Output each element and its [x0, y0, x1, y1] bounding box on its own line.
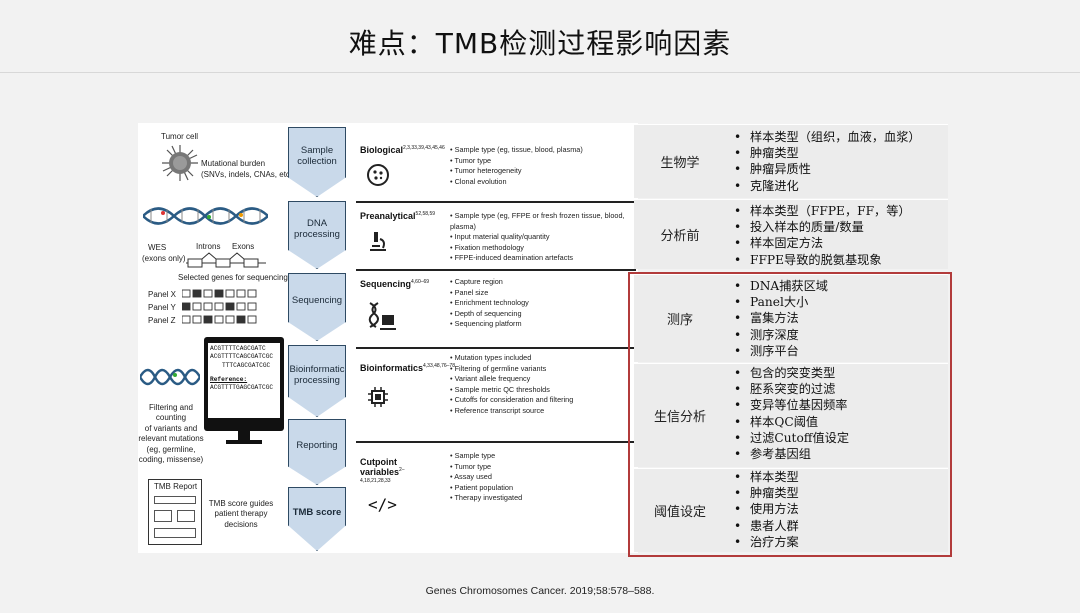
introns-label: Introns — [196, 242, 221, 251]
panel-exon-tracks — [182, 289, 257, 324]
row-items: 样本类型肿瘤类型使用方法患者人群治疗方案 — [734, 469, 799, 550]
bullets-sequencing: Capture regionPanel sizeEnrichment techn… — [450, 277, 529, 330]
tmb-workflow-figure: Tumor cell Mutational burden (SNVs, inde… — [138, 123, 638, 553]
table-row: 测序 DNA捕获区域Panel大小富集方法测序深度测序平台 — [634, 274, 948, 362]
mutational-burden-detail: (SNVs, indels, CNAs, etc) — [201, 170, 293, 179]
row-items: 包含的突变类型胚系突变的过滤变异等位基因频率样本QC阈值过滤Cutoff值设定参… — [734, 365, 849, 462]
bullets-biological: Sample type (eg, tissue, blood, plasma)T… — [450, 145, 582, 187]
monitor-seq-2: ACGTTTTCAGCGATCGC — [210, 353, 274, 361]
table-row: 生信分析 包含的突变类型胚系突变的过滤变异等位基因频率样本QC阈值过滤Cutof… — [634, 363, 948, 467]
chip-icon — [368, 387, 388, 407]
stage-head-sequencing: Sequencing4,60–69 — [360, 279, 430, 289]
row-label-sequencing: 测序 — [666, 313, 693, 328]
stage-divider — [356, 269, 636, 271]
exons-label: Exons — [232, 242, 255, 251]
cells-icon — [367, 164, 389, 186]
bullets-cutpoint: Sample typeTumor typeAssay usedPatient p… — [450, 451, 522, 504]
stage-divider — [356, 441, 636, 443]
row-label-preanalytical: 分析前 — [660, 229, 700, 244]
chevron-bioinformatic-processing: Bioinformatic processing — [288, 345, 346, 417]
table-row: 阈值设定 样本类型肿瘤类型使用方法患者人群治疗方案 — [634, 468, 948, 552]
citation: Genes Chromosomes Cancer. 2019;58:578–58… — [425, 585, 655, 597]
dna-helix-small-icon — [140, 368, 200, 386]
panel-x-label: Panel X — [148, 290, 177, 299]
stage-divider — [356, 201, 636, 203]
sequence-monitor: ACGTTTTCAGCGATC ACGTTTTCAGCGATCGC TTTCAG… — [204, 337, 284, 431]
microscope-icon — [370, 232, 386, 251]
title-divider — [0, 72, 1080, 73]
chevron-reporting: Reporting — [288, 419, 346, 485]
panel-z-label: Panel Z — [148, 316, 176, 325]
tmb-report-card: TMB Report — [148, 479, 202, 545]
chevron-dna-processing: DNA processing — [288, 201, 346, 269]
chevron-tmb-score: TMB score — [288, 487, 346, 551]
stage-head-cutpoint: Cutpoint variables2–4,18,21,28,33 — [360, 457, 405, 484]
table-row: 分析前 样本类型（FFPE，FF，等）投入样本的质量/数量样本固定方法FFPE导… — [634, 199, 948, 269]
panel-y-label: Panel Y — [148, 303, 176, 312]
monitor-base — [226, 440, 262, 444]
row-items: 样本类型（FFPE，FF，等）投入样本的质量/数量样本固定方法FFPE导致的脱氨… — [734, 203, 911, 268]
highlight-box — [628, 272, 952, 557]
exon-diagram — [186, 252, 266, 268]
bullets-bioinformatics: Mutation types includedFiltering of germ… — [450, 353, 574, 416]
row-label-bioinformatics: 生信分析 — [653, 410, 706, 425]
stage-head-bioinformatics: Bioinformatics4,33,48,76–78 — [360, 363, 455, 373]
stage-head-preanalytical: Preanalytical52,58,59 — [360, 211, 436, 221]
monitor-stand — [238, 431, 250, 441]
reference-label: Reference: — [210, 376, 248, 384]
bullets-preanalytical: Sample type (eg, FFPE or fresh frozen ti… — [450, 211, 638, 264]
tmb-report-title: TMB Report — [154, 482, 198, 491]
wes-label: WES — [148, 243, 167, 252]
monitor-seq-3: TTTCAGCGATCGC — [222, 361, 271, 369]
chevron-sequencing: Sequencing — [288, 273, 346, 341]
tumor-cell-label: Tumor cell — [161, 132, 199, 141]
row-items: DNA捕获区域Panel大小富集方法测序深度测序平台 — [734, 278, 828, 359]
row-items: 样本类型（组织，血液，血浆）肿瘤类型肿瘤异质性克隆进化 — [734, 129, 921, 194]
stage-head-biological: Biological2,3,33,39,43,45,46 — [360, 145, 445, 155]
stage-divider — [356, 347, 636, 349]
mutational-burden-label: Mutational burden — [201, 159, 266, 168]
reference-seq: ACGTTTTGAGCGATCGC — [210, 384, 274, 392]
tumor-cell-icon — [162, 145, 198, 181]
selected-genes-label: Selected genes for sequencing — [178, 273, 288, 282]
code-icon: </> — [368, 495, 397, 514]
dna-sequencer-icon — [368, 302, 396, 330]
row-label-threshold: 阈值设定 — [653, 505, 706, 520]
wes-detail: (exons only) — [142, 254, 186, 263]
table-row: 生物学 样本类型（组织，血液，血浆）肿瘤类型肿瘤异质性克隆进化 — [634, 124, 948, 198]
dna-helix-icon — [143, 207, 268, 225]
monitor-seq-1: ACGTTTTCAGCGATC — [210, 345, 266, 352]
chevron-sample-collection: Sample collection — [288, 127, 346, 197]
row-label-biology: 生物学 — [660, 156, 700, 171]
slide-title: 难点：TMB检测过程影响因素 — [348, 27, 732, 60]
